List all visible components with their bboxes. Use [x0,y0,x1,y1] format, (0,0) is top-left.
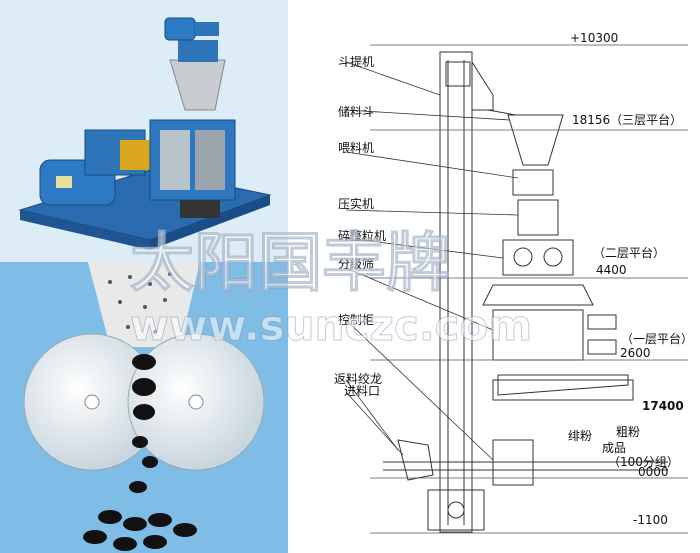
label-bucket-elevator: 斗提机 [338,54,374,69]
label-compactor: 压实机 [338,196,374,211]
level-floor1-name: （一层平台） [621,331,693,346]
label-storage-hopper: 储料斗 [338,104,374,119]
label-granulator: 碎整粒机 [338,228,386,243]
level-top: +10300 [570,31,618,45]
level-floor3: 18156（三层平台） [572,112,682,127]
level-bottom: -1100 [633,513,668,527]
output-coarse: 粗粉 [616,425,640,439]
compaction-schematic [0,262,288,553]
label-control-cabinet: 控制柜 [338,313,374,327]
level-floor2: 4400 [596,263,627,277]
bucket-elevator-column [439,51,473,533]
label-return-auger: 返料绞龙 [334,371,382,386]
level-floor1: 2600 [620,346,651,360]
machine-photo [0,0,288,262]
label-feeder: 喂料机 [338,141,374,155]
output-product: 成品 [602,441,626,455]
layout-svg: 斗提机 储料斗 喂料机 压实机 碎整粒机 分级筛 控制柜 返料绞龙 进料口 +1… [334,31,693,534]
process-layout-drawing: 斗提机 储料斗 喂料机 压实机 碎整粒机 分级筛 控制柜 返料绞龙 进料口 +1… [288,0,700,553]
level-17400: 17400 [642,399,684,413]
label-classifying-screen: 分级筛 [338,256,374,271]
level-floor2-name: （二层平台） [593,245,665,260]
level-ground: 0000 [638,465,669,479]
output-grading: （100分组） [608,455,679,469]
label-inlet: 进料口 [344,384,380,398]
output-fine: 绯粉 [568,429,592,443]
machine-illustration [0,0,288,262]
roller-schematic [0,262,288,553]
